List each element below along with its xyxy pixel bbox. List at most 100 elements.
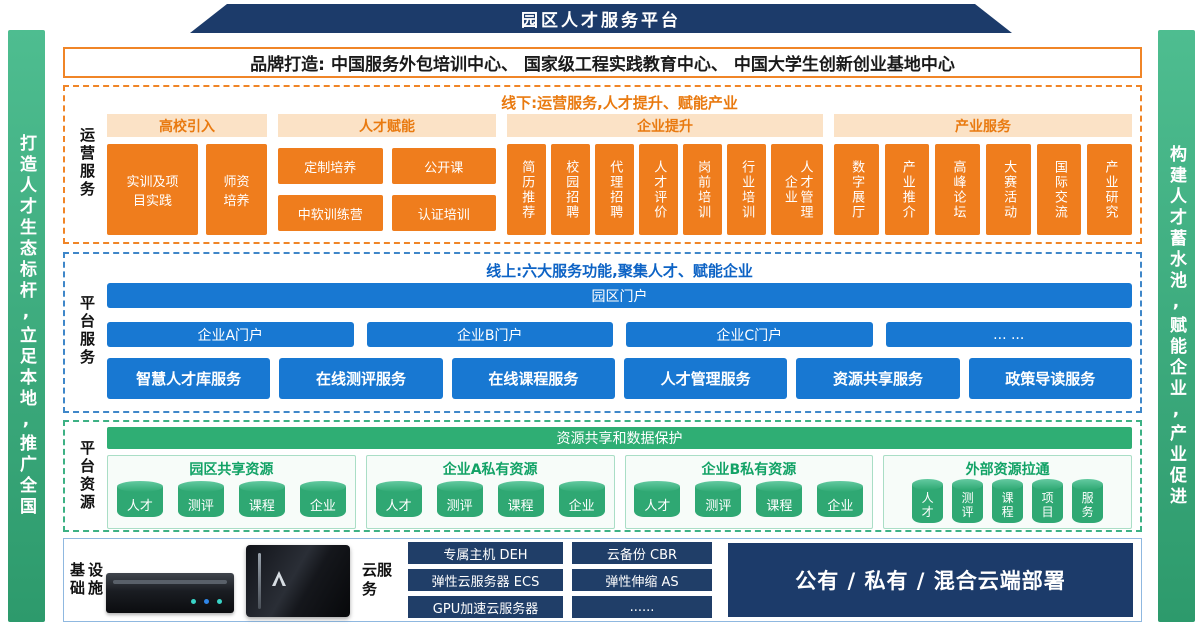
database-cylinder-icon: 人才 [634, 481, 681, 517]
service-box: 资源共享服务 [796, 358, 960, 399]
cloud-service-box: 弹性伸缩 AS [572, 569, 712, 591]
database-cylinder-icon: 课程 [756, 481, 803, 517]
server-images [106, 543, 354, 617]
database-cylinder-icon: 企业 [817, 481, 864, 517]
group-enterprise-uplift: 企业提升 简历推荐 校园招聘 代理招聘 人才评价 岗前培训 行业培训 企业 人才… [507, 114, 823, 235]
op-item: 定制培养 [278, 148, 383, 184]
infrastructure-side-label: 基础 设施 [68, 562, 104, 598]
resource-cylinders: 人才 测评 课程 项目 服务 [888, 479, 1127, 523]
op-item: 大赛活动 [986, 144, 1031, 235]
cloud-service-box: 云备份 CBR [572, 542, 712, 564]
op-item: 岗前培训 [682, 144, 722, 235]
resource-group-park-shared: 园区共享资源 人才 测评 课程 企业 [107, 455, 356, 529]
group-title: 高校引入 [107, 114, 267, 137]
group-items: 定制培养 公开课 中软训练营 认证培训 [278, 144, 496, 235]
op-item: 人才评价 [638, 144, 678, 235]
brand-row: 品牌打造: 中国服务外包培训中心、 国家级工程实践教育中心、 中国大学生创新创业… [63, 47, 1142, 78]
resource-group-enterprise-b: 企业B私有资源 人才 测评 课程 企业 [624, 455, 874, 529]
database-cylinder-icon: 课程 [238, 481, 285, 517]
group-industry-services: 产业服务 数字展厅 产业推介 高峰论坛 大赛活动 国际交流 产业研究 [834, 114, 1133, 235]
left-slogan-banner: 打造人才生态标杆,立足本地,推广全国 [8, 30, 45, 622]
platform-side-label: 平台服务 [78, 295, 96, 367]
portal-bar: 企业A门户 [107, 322, 354, 347]
platform-services-row: 智慧人才库服务 在线测评服务 在线课程服务 人才管理服务 资源共享服务 政策导读… [107, 358, 1132, 399]
op-item: 认证培训 [391, 195, 496, 231]
op-item: 行业培训 [726, 144, 766, 235]
operation-side-label: 运营服务 [78, 127, 96, 199]
group-items: 实训及项目实践 师资培养 [107, 144, 267, 235]
service-box: 政策导读服务 [968, 358, 1132, 399]
database-cylinder-icon: 课程 [497, 481, 544, 517]
right-slogan-text: 构建人才蓄水池,赋能企业,产业促进 [1166, 144, 1186, 508]
database-cylinder-icon: 项目 [1032, 479, 1064, 523]
cloud-service-box: 专属主机 DEH [408, 542, 563, 564]
op-item: 产业推介 [884, 144, 930, 235]
brand-label: 品牌打造: [250, 55, 325, 75]
operation-groups: 高校引入 实训及项目实践 师资培养 人才赋能 定制培养 公开课 中软训练营 认证… [107, 114, 1133, 235]
section-platform-resources: 平台资源 资源共享和数据保护 园区共享资源 人才 测评 课程 企业 企业A私有资… [63, 420, 1142, 532]
service-box: 人才管理服务 [623, 358, 788, 399]
resource-group-title: 外部资源拉通 [965, 461, 1050, 478]
database-cylinder-icon: 人才 [912, 479, 944, 523]
section-platform-services: 平台服务 线上:六大服务功能,聚集人才、赋能企业 园区门户 企业A门户 企业B门… [63, 252, 1142, 413]
infrastructure-body: 云服务 专属主机 DEH 云备份 CBR 弹性云服务器 ECS 弹性伸缩 AS … [106, 542, 1133, 618]
service-box: 智慧人才库服务 [107, 358, 271, 399]
database-cylinder-icon: 人才 [375, 481, 422, 517]
page-title-banner: 园区人才服务平台 [190, 4, 1012, 33]
op-item: 代理招聘 [594, 144, 634, 235]
group-title: 人才赋能 [278, 114, 496, 137]
section-operation-services: 运营服务 线下:运营服务,人才提升、赋能产业 高校引入 实训及项目实践 师资培养… [63, 85, 1142, 244]
cloud-service-box: ...... [572, 596, 712, 618]
resource-group-title: 园区共享资源 [189, 461, 274, 478]
op-item: 实训及项目实践 [107, 144, 199, 235]
park-portal-bar: 园区门户 [107, 283, 1132, 308]
resource-groups: 园区共享资源 人才 测评 课程 企业 企业A私有资源 人才 测评 课程 企业 [107, 455, 1132, 529]
resources-banner: 资源共享和数据保护 [107, 427, 1132, 449]
database-cylinder-icon: 企业 [558, 481, 605, 517]
service-box: 在线测评服务 [279, 358, 443, 399]
page-title: 园区人才服务平台 [521, 11, 681, 31]
database-cylinder-icon: 测评 [695, 481, 742, 517]
database-cylinder-icon: 测评 [177, 481, 224, 517]
cloud-deployment-banner: 公有 / 私有 / 混合云端部署 [728, 543, 1133, 617]
cloud-services-label: 云服务 [362, 561, 393, 598]
cloud-services-grid: 专属主机 DEH 云备份 CBR 弹性云服务器 ECS 弹性伸缩 AS GPU加… [408, 542, 712, 618]
op-item: 数字展厅 [834, 144, 879, 235]
database-cylinder-icon: 企业 [299, 481, 346, 517]
tower-server-image [246, 545, 350, 617]
service-box: 在线课程服务 [451, 358, 615, 399]
resource-cylinders: 人才 测评 课程 企业 [112, 479, 351, 523]
resources-body: 资源共享和数据保护 园区共享资源 人才 测评 课程 企业 企业A私有资源 人才 [107, 427, 1132, 529]
operation-title: 线下:运营服务,人才提升、赋能产业 [501, 94, 738, 112]
group-talent-enablement: 人才赋能 定制培养 公开课 中软训练营 认证培训 [278, 114, 496, 235]
platform-body: 线上:六大服务功能,聚集人才、赋能企业 园区门户 企业A门户 企业B门户 企业C… [107, 258, 1132, 404]
brand-content: 中国服务外包培训中心、 国家级工程实践教育中心、 中国大学生创新创业基地中心 [330, 55, 955, 75]
database-cylinder-icon: 服务 [1072, 479, 1104, 523]
op-item: 产业研究 [1087, 144, 1133, 235]
group-university-intro: 高校引入 实训及项目实践 师资培养 [107, 114, 267, 235]
rack-server-image [106, 573, 234, 613]
database-cylinder-icon: 测评 [952, 479, 984, 523]
resource-group-enterprise-a: 企业A私有资源 人才 测评 课程 企业 [365, 455, 615, 529]
database-cylinder-icon: 课程 [992, 479, 1024, 523]
op-item: 国际交流 [1036, 144, 1082, 235]
resource-group-title: 企业A私有资源 [442, 461, 538, 478]
portal-bar: 企业C门户 [626, 322, 873, 347]
group-items: 数字展厅 产业推介 高峰论坛 大赛活动 国际交流 产业研究 [834, 144, 1133, 235]
enterprise-portals-row: 企业A门户 企业B门户 企业C门户 ... ... [107, 322, 1132, 347]
op-item: 公开课 [391, 148, 496, 184]
group-title: 产业服务 [834, 114, 1132, 137]
platform-title: 线上:六大服务功能,聚集人才、赋能企业 [486, 262, 753, 280]
op-item: 高峰论坛 [935, 144, 981, 235]
cloud-service-box: 弹性云服务器 ECS [408, 569, 563, 591]
database-cylinder-icon: 人才 [116, 481, 163, 517]
resource-group-external: 外部资源拉通 人才 测评 课程 项目 服务 [883, 455, 1132, 529]
resources-side-label: 平台资源 [78, 439, 96, 512]
resource-group-title: 企业B私有资源 [701, 461, 797, 478]
op-item: 企业 人才管理 [770, 144, 823, 235]
group-title: 企业提升 [507, 114, 823, 137]
portal-bar: 企业B门户 [366, 322, 613, 347]
cloud-service-box: GPU加速云服务器 [408, 596, 563, 618]
op-item: 简历推荐 [507, 144, 546, 235]
